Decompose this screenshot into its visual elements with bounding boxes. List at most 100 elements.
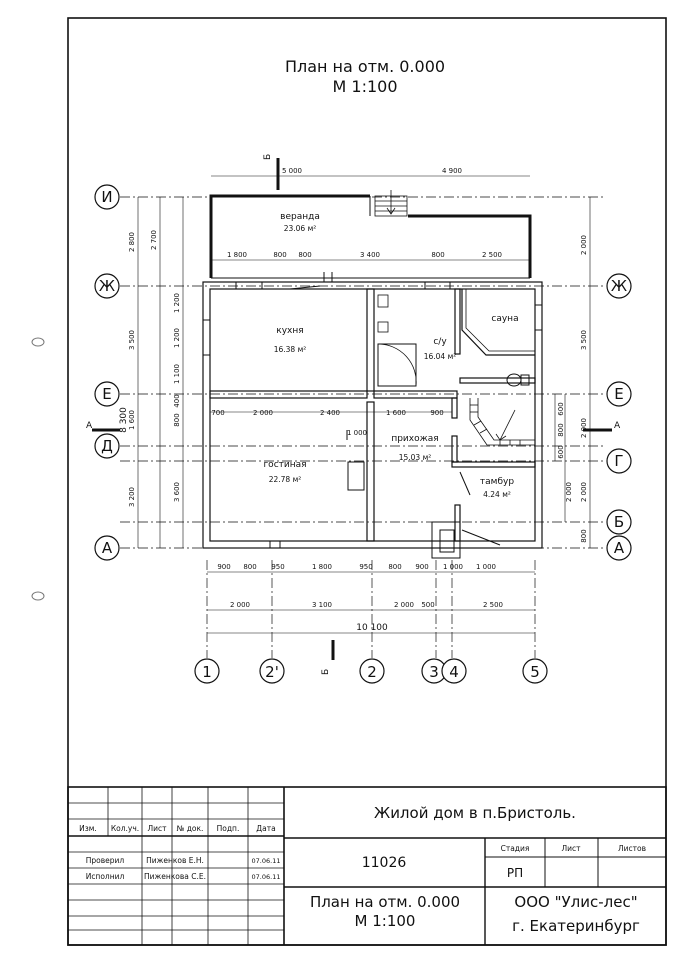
svg-text:1 800: 1 800 bbox=[312, 563, 332, 571]
svg-text:1 000: 1 000 bbox=[347, 429, 367, 437]
room-veranda-area: 23.06 м² bbox=[284, 224, 317, 233]
interior-stair bbox=[469, 398, 535, 446]
svg-text:3 600: 3 600 bbox=[173, 482, 181, 502]
sheet-title-2: М 1:100 bbox=[355, 912, 416, 930]
svg-text:800: 800 bbox=[273, 251, 286, 259]
svg-text:2 000: 2 000 bbox=[230, 601, 250, 609]
svg-text:800: 800 bbox=[557, 423, 565, 436]
svg-text:Пиженков Е.Н.: Пиженков Е.Н. bbox=[146, 856, 204, 865]
room-living-name: гостиная bbox=[263, 460, 306, 470]
row-axis-labels: И Ж Е Д А Ж Е Г Б А bbox=[99, 188, 627, 557]
dimension-text: 5 000 4 900 1 800 800 800 3 400 800 2 50… bbox=[119, 167, 588, 633]
svg-text:600: 600 bbox=[557, 402, 565, 415]
svg-text:1 600: 1 600 bbox=[386, 409, 406, 417]
axis-row-i: И bbox=[101, 188, 112, 206]
svg-text:1 200: 1 200 bbox=[173, 293, 181, 313]
entry-porch bbox=[431, 521, 461, 559]
svg-text:8 300: 8 300 bbox=[119, 407, 129, 433]
binder-holes bbox=[31, 337, 45, 601]
svg-text:2 800: 2 800 bbox=[128, 232, 136, 252]
svg-text:3 200: 3 200 bbox=[128, 487, 136, 507]
col-axis-bubbles bbox=[194, 658, 548, 684]
svg-text:800: 800 bbox=[580, 529, 588, 542]
room-hall-area: 15.03 м² bbox=[399, 453, 432, 462]
svg-text:950: 950 bbox=[271, 563, 284, 571]
project-code: 11026 bbox=[362, 855, 407, 871]
svg-text:Пиженкова С.Е.: Пиженкова С.Е. bbox=[144, 872, 206, 881]
svg-text:07.06.11: 07.06.11 bbox=[252, 857, 281, 865]
svg-text:Листов: Листов bbox=[618, 844, 646, 853]
svg-text:2 400: 2 400 bbox=[320, 409, 340, 417]
svg-text:3 100: 3 100 bbox=[312, 601, 332, 609]
section-a-left: А bbox=[86, 421, 93, 431]
svg-text:800: 800 bbox=[298, 251, 311, 259]
room-kitchen-area: 16.38 м² bbox=[274, 345, 307, 354]
axis-lines bbox=[120, 196, 605, 658]
company-name: ООО "Улис-лес" bbox=[514, 893, 637, 911]
svg-text:800: 800 bbox=[388, 563, 401, 571]
svg-text:500: 500 bbox=[421, 601, 434, 609]
project-name: Жилой дом в п.Бристоль. bbox=[374, 804, 576, 822]
svg-text:2 000: 2 000 bbox=[580, 235, 588, 255]
stage-value: РП bbox=[507, 866, 523, 880]
svg-text:3 500: 3 500 bbox=[128, 330, 136, 350]
svg-text:2 000: 2 000 bbox=[253, 409, 273, 417]
room-bathroom-name: с/у bbox=[433, 337, 447, 347]
axis-row-a-left: А bbox=[102, 539, 113, 557]
plan-title: План на отм. 0.000 bbox=[285, 57, 445, 76]
floor-plan bbox=[202, 190, 543, 559]
svg-text:900: 900 bbox=[415, 563, 428, 571]
col-axis-labels: 1 2' 2 3 4 5 bbox=[202, 663, 540, 681]
svg-text:1 000: 1 000 bbox=[476, 563, 496, 571]
veranda-stairs bbox=[374, 190, 408, 217]
title-block bbox=[67, 786, 667, 946]
svg-text:2 000: 2 000 bbox=[394, 601, 414, 609]
axis-row-e-right: Е bbox=[614, 385, 623, 403]
axis-col-2: 2 bbox=[367, 663, 377, 681]
sheet-title-1: План на отм. 0.000 bbox=[310, 893, 460, 911]
svg-text:5 000: 5 000 bbox=[282, 167, 302, 175]
section-a-right: А bbox=[614, 421, 621, 431]
axis-row-a-right: А bbox=[614, 539, 625, 557]
axis-col-1: 1 bbox=[202, 663, 212, 681]
svg-text:950: 950 bbox=[359, 563, 372, 571]
room-kitchen-name: кухня bbox=[276, 326, 303, 336]
room-living-area: 22.78 м² bbox=[269, 475, 302, 484]
section-b-bottom: Б bbox=[321, 669, 331, 675]
room-labels: веранда 23.06 м² кухня 16.38 м² с/у 16.0… bbox=[263, 212, 518, 499]
svg-text:2 000: 2 000 bbox=[565, 482, 573, 502]
svg-text:Подп.: Подп. bbox=[217, 824, 240, 833]
svg-text:800: 800 bbox=[243, 563, 256, 571]
svg-text:2 000: 2 000 bbox=[580, 418, 588, 438]
section-marks bbox=[92, 158, 612, 660]
svg-text:Проверил: Проверил bbox=[86, 856, 125, 865]
svg-text:2 500: 2 500 bbox=[483, 601, 503, 609]
svg-text:3 400: 3 400 bbox=[360, 251, 380, 259]
axis-row-g: Г bbox=[614, 452, 623, 470]
shower bbox=[377, 343, 417, 387]
axis-row-zh-right: Ж bbox=[611, 277, 627, 295]
room-sauna-name: сауна bbox=[491, 314, 518, 324]
svg-text:Исполнил: Исполнил bbox=[86, 872, 125, 881]
svg-text:3 500: 3 500 bbox=[580, 330, 588, 350]
svg-text:900: 900 bbox=[430, 409, 443, 417]
svg-text:2 500: 2 500 bbox=[482, 251, 502, 259]
svg-text:800: 800 bbox=[173, 413, 181, 426]
sauna-partition bbox=[461, 289, 535, 356]
title-block-text: Изм. Кол.уч. Лист № док. Подп. Дата Пров… bbox=[79, 804, 646, 935]
window-marks bbox=[203, 272, 542, 548]
room-veranda-name: веранда bbox=[280, 212, 320, 222]
svg-text:№ док.: № док. bbox=[177, 824, 204, 833]
room-bathroom-area: 16.04 м² bbox=[424, 352, 457, 361]
svg-text:2 000: 2 000 bbox=[580, 482, 588, 502]
row-axis-bubbles bbox=[94, 184, 632, 561]
svg-text:Стадия: Стадия bbox=[501, 844, 530, 853]
axis-col-2prime: 2' bbox=[265, 663, 279, 681]
section-b-top: Б bbox=[263, 154, 273, 160]
axis-col-3: 3 bbox=[429, 663, 439, 681]
veranda-walls bbox=[209, 194, 532, 279]
svg-text:Лист: Лист bbox=[147, 824, 167, 833]
svg-text:Кол.уч.: Кол.уч. bbox=[111, 824, 139, 833]
svg-text:2 700: 2 700 bbox=[150, 230, 158, 250]
